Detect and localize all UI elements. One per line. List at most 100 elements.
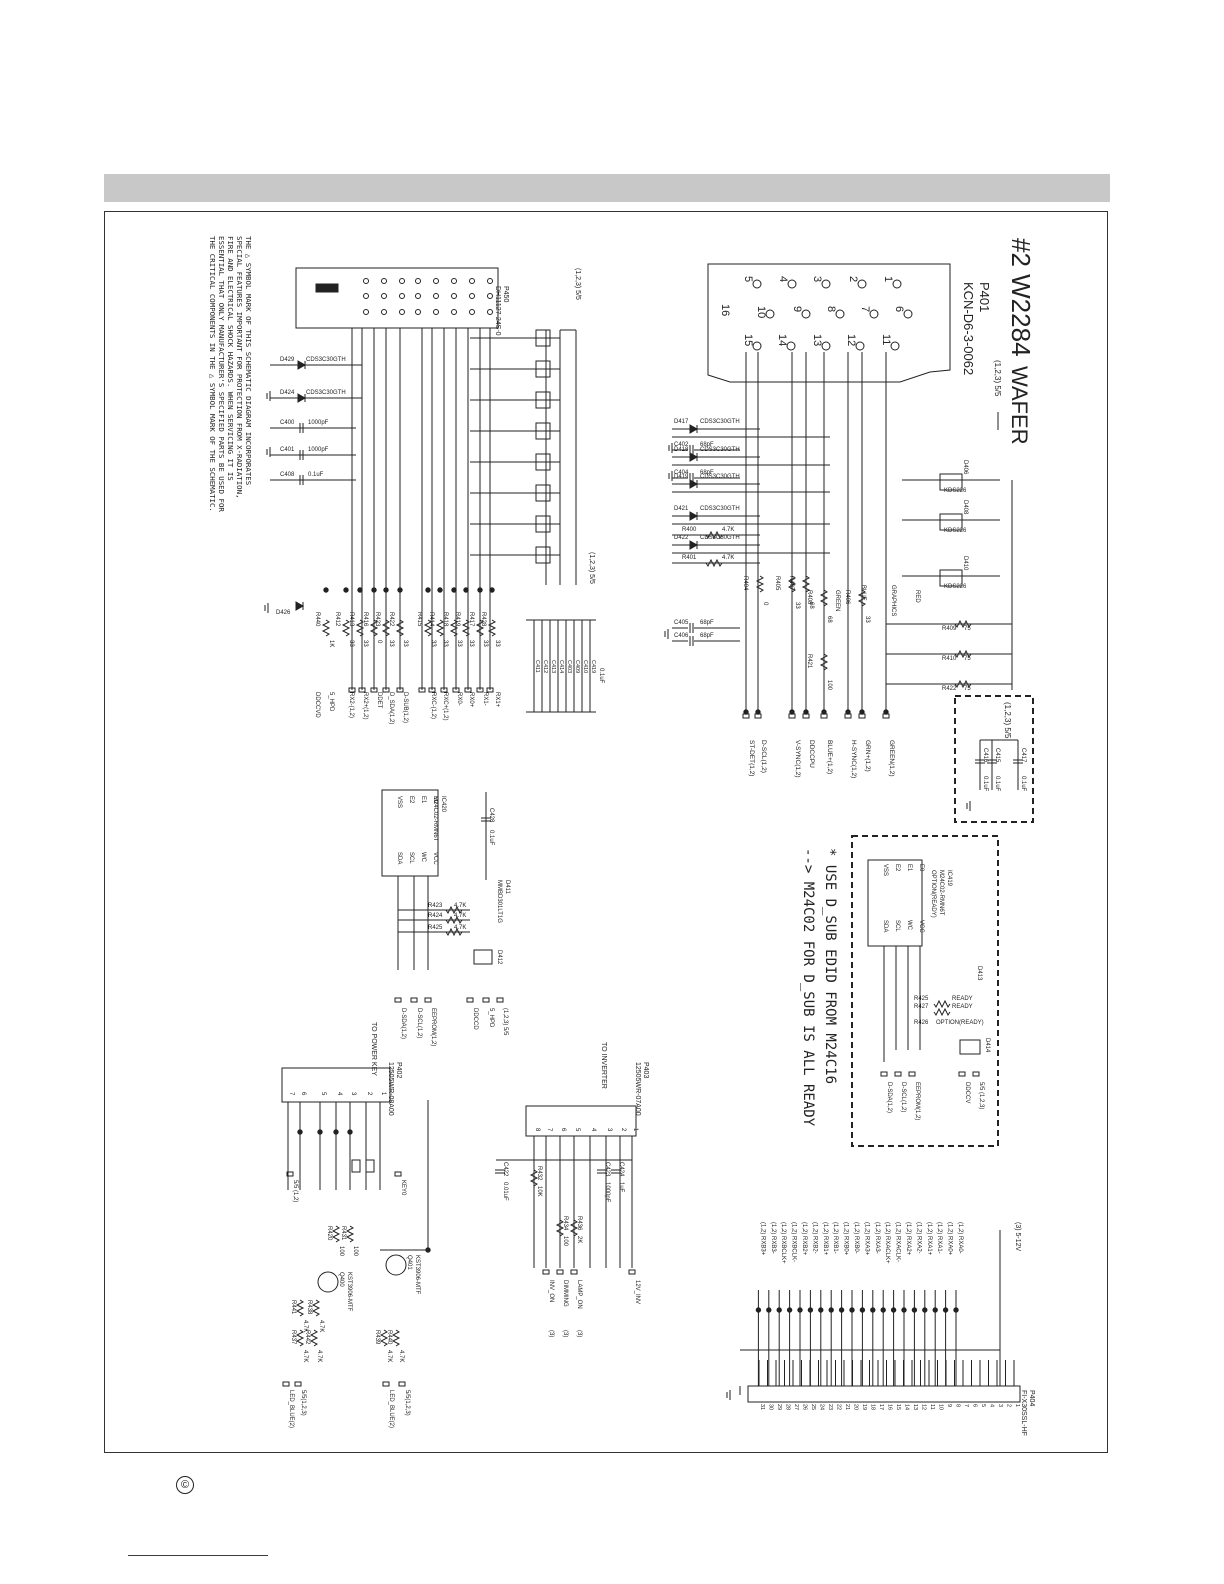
lvds-signal-label: (1,2) RXA0-: [957, 1222, 963, 1254]
ic-pin-label: VCC: [918, 920, 924, 933]
res-ref: R425: [428, 925, 443, 931]
tvs-array-diode: [535, 453, 551, 471]
safety-note-3: FIRE AND ELECTRICAL SHOCK HAZARDS. WHEN …: [226, 236, 235, 481]
junction-dot: [489, 587, 495, 593]
res-ref: R440: [386, 1330, 392, 1345]
pin-number: 2: [366, 1092, 372, 1096]
series-resistor: [569, 1219, 579, 1237]
diode-ref: D429: [280, 357, 295, 363]
cap-bank-ref: C412: [542, 660, 548, 673]
diode-part: CDS3C30GTH: [700, 506, 740, 512]
p401-pin-number: 15: [742, 334, 754, 346]
ic-part: M24C02-RMN6T: [432, 796, 438, 842]
res-ref: R426: [914, 1020, 929, 1026]
res-ref: R405: [774, 576, 780, 591]
eeprom-signal: D-SDA(1,2): [886, 1082, 892, 1113]
dvi-signal-label: DDCCVD: [314, 692, 320, 718]
inverter-signal: DIMMING: [562, 1280, 568, 1307]
series-resistor: [355, 619, 365, 637]
cap-bank-ref: C414: [558, 660, 564, 673]
termination-resistor: [954, 619, 972, 629]
lvds-pin-number: 30: [768, 1404, 774, 1410]
res-ref: R421: [806, 654, 812, 669]
signal-terminal: [410, 997, 418, 1003]
signal-terminal: [348, 687, 356, 693]
protection-diode: [473, 949, 493, 965]
ic-pin-label: E2: [894, 864, 900, 872]
tvs-array-diode: [535, 484, 551, 502]
dvi-signal-label: RXC-(1,2): [430, 692, 436, 719]
junction-dot: [870, 1307, 876, 1313]
p401-pin: [765, 309, 775, 319]
cap-value: 68pF: [700, 620, 714, 626]
lvds-pin-number: 13: [912, 1404, 918, 1410]
res-ref: R431: [340, 1226, 346, 1241]
junction-dot: [821, 709, 827, 715]
zener-part: KDS226: [944, 584, 967, 590]
cap-ref: C405: [674, 620, 689, 626]
signal-terminal: [418, 687, 426, 693]
junction-dot: [807, 1307, 814, 1313]
p401-pin-number: 11: [880, 334, 892, 345]
zener-part: KDS226: [944, 528, 967, 534]
dvi-pin: [451, 309, 457, 315]
series-resistor: [755, 575, 765, 593]
p401-pin: [801, 309, 811, 319]
res-ref: R424: [428, 913, 443, 919]
dvi-pin: [469, 278, 475, 284]
series-resistor: [487, 619, 497, 637]
cap-ref: C406: [674, 633, 689, 639]
p401-pin-number: 5: [742, 276, 754, 282]
res-ref: R442: [304, 1330, 310, 1345]
p401-pin: [892, 279, 902, 289]
diode-ref: D417: [674, 419, 689, 425]
dvi-pin: [363, 309, 369, 315]
res-value: 33: [456, 640, 462, 647]
junction-dot: [323, 587, 329, 593]
res-ref: R439: [374, 1330, 380, 1345]
tvs-diode: [297, 360, 307, 370]
ground-symbol: [966, 801, 971, 811]
series-resistor: [381, 619, 391, 637]
dvi-pin: [363, 278, 369, 284]
res-value: 75: [964, 686, 971, 692]
junction-dot: [818, 1307, 824, 1313]
pin-number: 6: [300, 1092, 306, 1096]
dvi-pin: [451, 278, 457, 284]
edid-note-line2: --> M24C02 FOR D_SUB IS ALL READY: [800, 848, 816, 1127]
eeprom-signal: DDCCD: [472, 1008, 478, 1030]
res-ref: R418: [442, 612, 448, 627]
dvi-signal-label: RXC+(1,2): [442, 692, 448, 721]
series-resistor: [449, 619, 459, 637]
p401-pin: [890, 341, 900, 351]
res-ref: R414: [428, 612, 434, 627]
res-ref: R416: [362, 612, 368, 627]
series-resistor: [819, 653, 829, 671]
schematic-frame: [104, 211, 1108, 1453]
res-value: 68: [826, 616, 832, 623]
junction-dot: [890, 1307, 897, 1313]
signal-terminal: [394, 997, 402, 1003]
safety-note-4: ESSENTIAL THAT ONLY MANUFACTURER'S SPECI…: [217, 236, 226, 512]
p404-part: FI-X30SSL-HF: [1020, 1390, 1027, 1436]
series-resistor: [801, 575, 811, 593]
cap-ref: C417: [1020, 748, 1026, 763]
junction-dot: [437, 587, 443, 593]
lvds-pin-number: 27: [793, 1404, 799, 1410]
p402-ref: P402: [395, 1062, 402, 1078]
p401-pin: [903, 309, 913, 319]
ic-pin-label: SDA: [882, 920, 888, 932]
res-value: 33: [388, 640, 394, 647]
lvds-signal-label: (1,2) RXBCLK-: [791, 1222, 797, 1262]
ic-pin-label: VCC: [432, 852, 438, 865]
pullup-resistor: [445, 927, 463, 937]
diode-ref: D422: [674, 535, 689, 541]
filter-capacitor: [299, 450, 304, 460]
cap-value: 68pF: [700, 633, 714, 639]
lvds-signal-label: (1,2) RXB3+: [759, 1222, 765, 1256]
res-value: 4.7K: [318, 1320, 324, 1332]
